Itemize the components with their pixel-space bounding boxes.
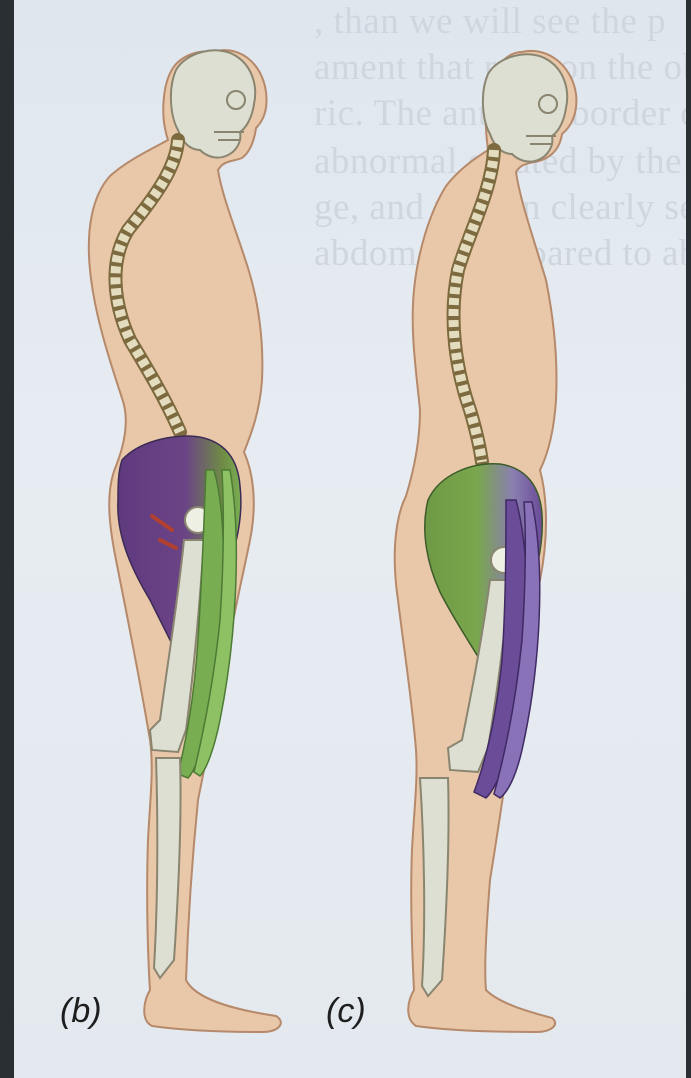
panel-label-c: (c)	[326, 992, 366, 1031]
panel-label-b: (b)	[60, 992, 102, 1031]
panel-c-figure	[395, 51, 577, 1032]
panel-b-figure	[89, 50, 281, 1032]
